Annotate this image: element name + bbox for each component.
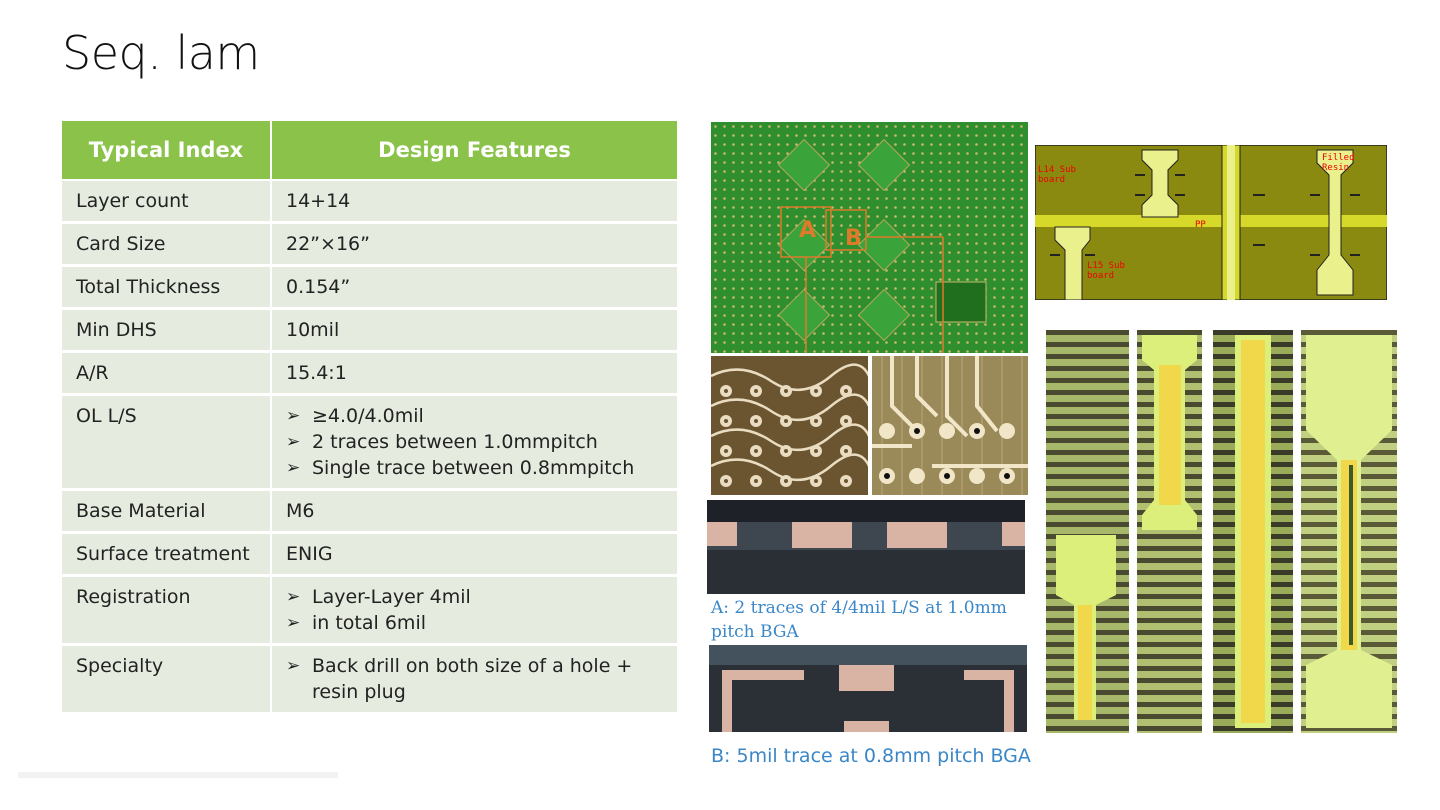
- stackup-diagram: L14 Sub board L15 Sub board PP Filled Re…: [1035, 145, 1387, 300]
- bullet-item: in total 6mil: [286, 610, 663, 636]
- bullet-list: ≥4.0/4.0mil 2 traces between 1.0mmpitch …: [286, 403, 663, 481]
- cross-section-photo-b: [709, 645, 1027, 732]
- footer-placeholder: [18, 772, 338, 778]
- bullet-item: Single trace between 0.8mmpitch: [286, 455, 663, 481]
- caption-b: B: 5mil trace at 0.8mm pitch BGA: [711, 745, 1031, 767]
- label-l15-sub-board: L15 Sub board: [1087, 261, 1125, 281]
- index-cell: Min DHS: [62, 308, 272, 353]
- feature-cell: M6: [271, 489, 679, 534]
- bullet-item: 2 traces between 1.0mmpitch: [286, 429, 663, 455]
- index-cell: Specialty: [62, 644, 272, 715]
- feature-cell: 15.4:1: [271, 351, 679, 396]
- table-header-row: Typical Index Design Features: [62, 121, 679, 181]
- index-cell: Registration: [62, 575, 272, 646]
- bullet-item: Layer-Layer 4mil: [286, 584, 663, 610]
- index-cell: Layer count: [62, 180, 272, 224]
- feature-cell: 14+14: [271, 180, 679, 224]
- feature-cell: Layer-Layer 4mil in total 6mil: [271, 575, 679, 646]
- bullet-item: Back drill on both size of a hole + resi…: [286, 653, 637, 705]
- index-cell: Card Size: [62, 222, 272, 267]
- slide-title: Seq. lam: [62, 26, 260, 80]
- via-cross-section-1: [1046, 330, 1129, 733]
- label-l14-sub-board: L14 Sub board: [1038, 165, 1076, 185]
- index-cell: OL L/S: [62, 394, 272, 491]
- zoom-photo-a: [711, 356, 868, 495]
- bullet-list: Layer-Layer 4mil in total 6mil: [286, 584, 663, 636]
- table-row: Registration Layer-Layer 4mil in total 6…: [62, 575, 679, 646]
- feature-cell: 0.154”: [271, 265, 679, 310]
- table-row: OL L/S ≥4.0/4.0mil 2 traces between 1.0m…: [62, 394, 679, 491]
- marker-b: B: [845, 226, 862, 251]
- feature-cell: 10mil: [271, 308, 679, 353]
- feature-cell: ≥4.0/4.0mil 2 traces between 1.0mmpitch …: [271, 394, 679, 491]
- marker-a: A: [799, 218, 817, 243]
- via-cross-section-2: [1137, 330, 1202, 733]
- zoom-photo-b: [872, 356, 1028, 495]
- index-cell: A/R: [62, 351, 272, 396]
- feature-cell: ENIG: [271, 532, 679, 577]
- caption-a: A: 2 traces of 4/4mil L/S at 1.0mm pitch…: [711, 598, 1007, 642]
- index-cell: Base Material: [62, 489, 272, 534]
- via-cross-section-4: [1301, 330, 1397, 733]
- feature-cell: Back drill on both size of a hole + resi…: [271, 644, 679, 715]
- index-cell: Total Thickness: [62, 265, 272, 310]
- spec-table: Typical Index Design Features Layer coun…: [62, 121, 679, 715]
- feature-cell: 22”×16”: [271, 222, 679, 267]
- header-design-features: Design Features: [271, 121, 679, 181]
- pcb-board-photo: A B: [711, 122, 1028, 353]
- label-pp: PP: [1195, 220, 1206, 230]
- label-filled-resin: Filled Resin: [1322, 153, 1355, 173]
- table-row: Specialty Back drill on both size of a h…: [62, 644, 679, 715]
- header-typical-index: Typical Index: [62, 121, 272, 181]
- via-cross-section-3: [1213, 330, 1293, 733]
- cross-section-photo-a: [707, 500, 1025, 594]
- bullet-list: Back drill on both size of a hole + resi…: [286, 653, 637, 705]
- bullet-item: ≥4.0/4.0mil: [286, 403, 663, 429]
- index-cell: Surface treatment: [62, 532, 272, 577]
